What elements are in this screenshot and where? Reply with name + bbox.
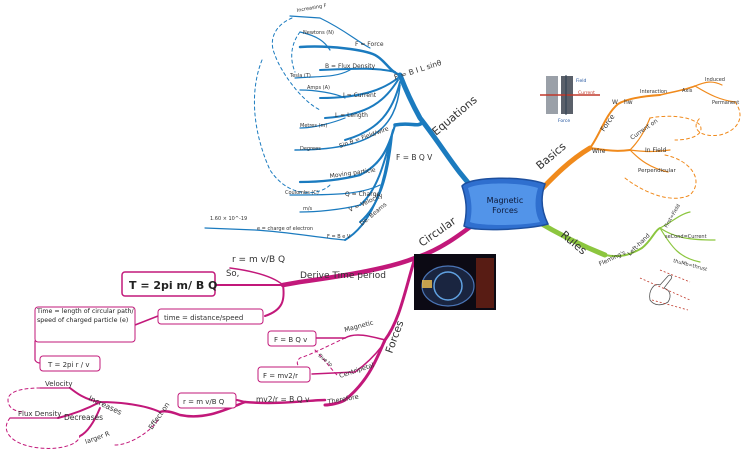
time-equation-box	[157, 308, 264, 325]
fbil-equation: F = B I L sinθ	[393, 58, 443, 82]
l-length-label: L = Length	[335, 112, 368, 119]
circular-branch-label: Circular	[416, 214, 459, 249]
axis-label: Axis	[682, 88, 693, 94]
e-charge-label: e = charge of electron	[257, 226, 313, 232]
metres-label: Metres (m)	[300, 123, 327, 129]
i-current-label: I = Current	[343, 92, 377, 99]
magnetic-label: Magnetic	[343, 318, 374, 334]
coulombs-label: Coulombs (C)	[285, 190, 319, 196]
so-label: So,	[226, 269, 239, 279]
diagram-field-label: Field	[576, 78, 587, 84]
t-equation-box	[121, 271, 216, 297]
permanent-label: Permanent	[712, 100, 739, 106]
t-equation-text: T = 2pi m/ B Q	[129, 279, 217, 292]
perpendicular-label: Perpendicular	[638, 168, 677, 174]
diagram-force-label: Force	[558, 118, 570, 124]
diagram-current-label: Current	[578, 90, 595, 96]
in-field-label: In Field	[645, 147, 667, 154]
fbqv-label: F = B Q V	[396, 153, 433, 162]
fbev-label: F = B e V	[327, 234, 351, 240]
equations-trunk	[397, 72, 483, 199]
electron-charge-value: 1.60 × 10^-19	[210, 216, 247, 222]
wire-label: Wire	[592, 148, 606, 155]
equations-branch-label: Equations	[430, 93, 480, 138]
induced-label: Induced	[705, 77, 725, 83]
q-charge-label: Q = Charge	[345, 191, 380, 198]
increasing-f-label: Increasing F	[296, 3, 327, 14]
t2-text: T = 2pi r / v	[47, 361, 90, 369]
f-mv2-box	[257, 366, 311, 383]
ms-label: m/s	[303, 206, 313, 212]
time-equation-text: time = distance/speed	[164, 314, 243, 322]
interaction-label: Interaction	[640, 89, 667, 95]
circular-trunk	[280, 215, 485, 288]
tesla-label: Tesla (T)	[289, 73, 311, 79]
therefore-label: Therefore	[326, 393, 359, 407]
moving-particle-label: Moving particle	[329, 167, 376, 180]
b-flux-density-label: B = Flux Density	[325, 63, 376, 70]
central-node[interactable]: Magnetic Forces	[461, 177, 550, 231]
effect-on-label: Effect on	[147, 401, 171, 431]
r-equation-label: r = m v/B Q	[232, 255, 285, 265]
circular-branch	[5, 215, 485, 449]
f-mv2-text: F = mv2/r	[263, 372, 298, 380]
force-field-label: Force	[599, 113, 616, 133]
central-node-line1: Magnetic	[487, 196, 524, 205]
circular-boxes	[34, 271, 317, 409]
equations-fbqv-connector	[393, 120, 425, 127]
r-eq2-box	[177, 392, 237, 409]
derive-time-period-label: Derive Time period	[300, 271, 386, 281]
equations-branch	[204, 15, 483, 241]
f-force-label: F = Force	[355, 41, 384, 48]
w-label: W	[612, 99, 618, 106]
left-hand-sketch	[639, 269, 691, 311]
time-definition-box	[34, 306, 136, 343]
degrees-label: Degrees	[300, 146, 321, 152]
flux-density-label: Flux Density	[18, 410, 61, 418]
f-bqv-box	[267, 330, 317, 347]
equations-labels: Equations F = B I L sinθ Increasing F F …	[210, 3, 480, 240]
left-hand-label: Left-hand	[626, 232, 651, 257]
amps-label: Amps (A)	[307, 85, 330, 91]
due-to-label: Due to	[317, 353, 334, 368]
current-on-label: Current on	[629, 117, 659, 141]
velocity-label: Velocity	[45, 380, 72, 388]
second-current-label: seCond=Current	[665, 234, 707, 240]
field-force-diagram: Field Current Force	[540, 75, 600, 124]
circular-labels: Circular Derive Time period r = m v/B Q …	[18, 214, 459, 446]
r-eq2-text: r = m v/B Q	[183, 398, 225, 406]
newtons-label: Newtons (N)	[303, 30, 334, 36]
mv2-equation-label: mv2/r = B Q v	[256, 395, 310, 404]
t2-box	[39, 355, 101, 372]
hw-label: hw	[624, 99, 633, 106]
rules-branch-label: Rules	[558, 228, 589, 257]
f-bqv-text: F = B Q v	[274, 336, 307, 344]
decreases-label: Decreases	[64, 413, 103, 422]
time-definition-text: Time = length of circular path/ speed of…	[37, 308, 134, 324]
electron-beam-photo	[414, 254, 496, 310]
larger-r-label: larger R	[84, 429, 111, 445]
sin-theta-label: Sin θ = Field/wire	[338, 125, 390, 150]
central-node-line2: Forces	[492, 206, 518, 215]
thumb-thrust-label: thuMb=thrust	[672, 258, 707, 273]
